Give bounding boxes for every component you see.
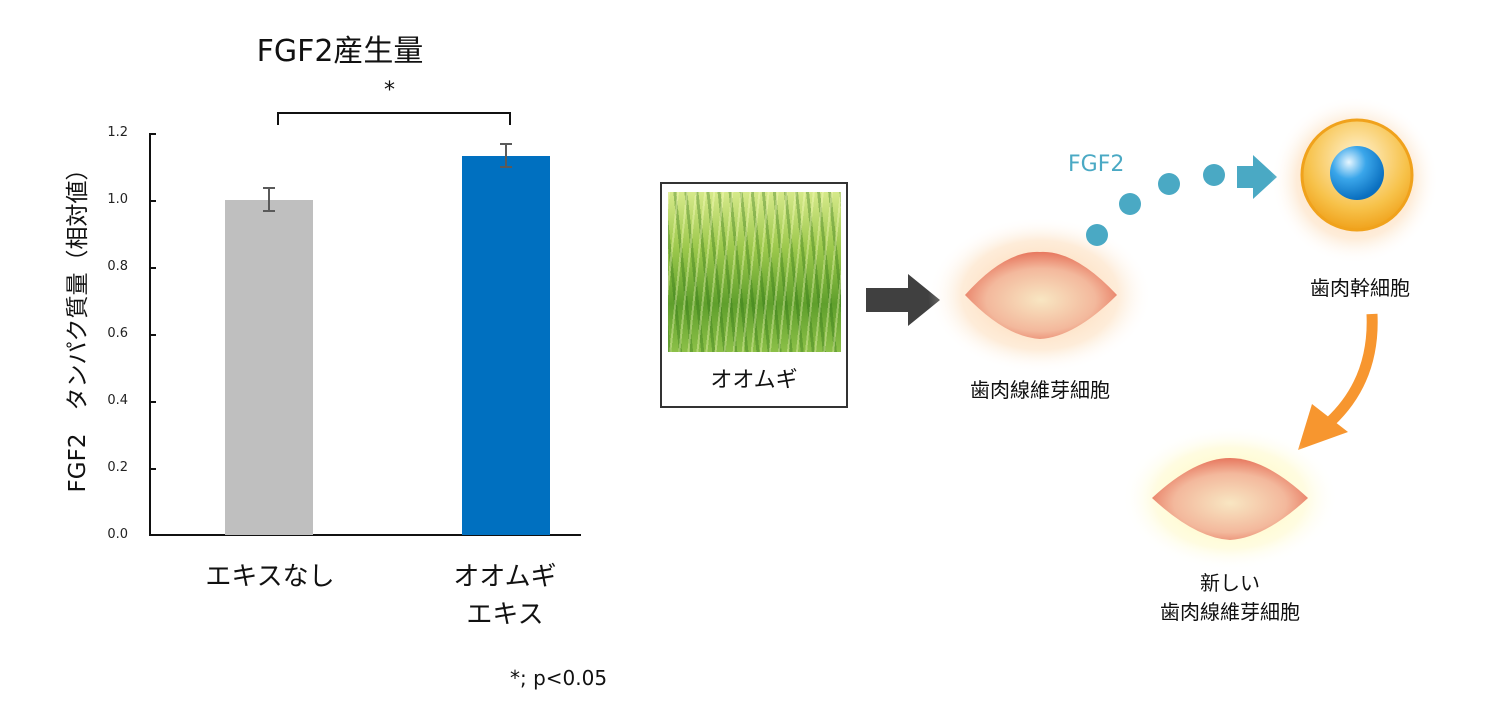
new-fibroblast-label: 新しい 歯肉線維芽細胞	[1130, 567, 1330, 625]
barley-photo	[668, 192, 841, 352]
error-bar-cap	[263, 187, 275, 189]
error-bar-cap	[500, 166, 512, 168]
bar-no-extract	[225, 200, 313, 535]
fgf2-arrow-icon	[1237, 155, 1277, 199]
y-tick-label: 0.2	[107, 460, 128, 475]
x-category-label: エキスなし	[180, 558, 360, 596]
error-bar-cap	[500, 143, 512, 145]
fgf2-dot-icon	[1158, 173, 1180, 195]
fgf2-label: FGF2	[1068, 152, 1125, 177]
y-tick-label: 0.0	[107, 527, 128, 542]
x-category-label: オオムギ エキス	[415, 558, 595, 634]
y-tick-label: 1.0	[107, 192, 128, 207]
stem-cell-icon	[1271, 96, 1439, 264]
significance-note: *; p<0.05	[510, 666, 608, 690]
y-tick	[149, 200, 156, 202]
fibroblast-cell-icon	[928, 217, 1152, 373]
fgf2-dot-icon	[1119, 193, 1141, 215]
barley-caption: オオムギ	[710, 368, 798, 393]
stem-cell-label: 歯肉幹細胞	[1310, 276, 1410, 300]
y-tick	[149, 401, 156, 403]
fibroblast-label: 歯肉線維芽細胞	[970, 378, 1110, 402]
error-bar-cap	[263, 210, 275, 212]
curved-arrow-icon	[1298, 313, 1378, 450]
error-bar	[505, 144, 507, 167]
x-axis	[149, 534, 581, 536]
x-category-line: エキスなし	[205, 562, 335, 592]
new-fibroblast-label-line: 新しい	[1200, 571, 1260, 595]
y-tick-label: 0.8	[107, 259, 128, 274]
barley-photo-card: オオムギ	[660, 182, 848, 408]
significance-bracket	[277, 112, 511, 125]
arrow-right-icon	[866, 274, 940, 326]
y-tick	[149, 334, 156, 336]
y-tick-label: 0.6	[107, 326, 128, 341]
significance-star: *	[384, 78, 395, 103]
y-tick	[149, 468, 156, 470]
new-fibroblast-label-line: 歯肉線維芽細胞	[1160, 600, 1300, 624]
new-fibroblast-cell-icon	[1122, 426, 1338, 570]
y-axis-label: FGF2 タンパク質量（相対値）	[65, 157, 91, 493]
error-bar	[268, 188, 270, 211]
chart-title: FGF2産生量	[256, 34, 424, 69]
x-category-line: オオムギ	[453, 562, 557, 592]
y-tick-label: 1.2	[107, 125, 128, 140]
fgf2-dot-icon	[1203, 164, 1225, 186]
bar-barley-extract	[462, 156, 550, 535]
y-tick-label: 0.4	[107, 393, 128, 408]
y-tick	[149, 267, 156, 269]
x-category-line: エキス	[466, 600, 544, 630]
y-tick	[149, 133, 156, 135]
fgf2-dot-icon	[1086, 224, 1108, 246]
